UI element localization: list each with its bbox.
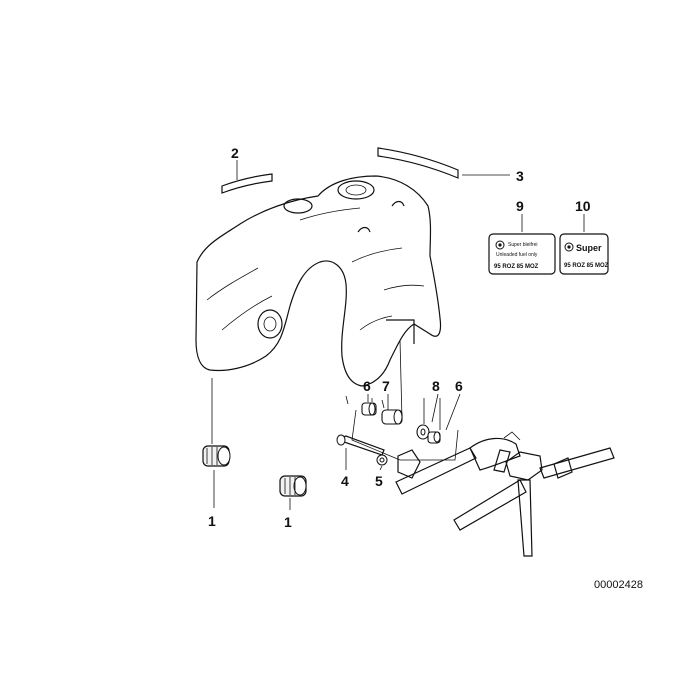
callout-5: 5 xyxy=(375,473,383,489)
callout-7: 7 xyxy=(382,378,390,394)
reference-number: 00002428 xyxy=(594,579,643,591)
callout-1a: 1 xyxy=(208,513,216,529)
callout-8: 8 xyxy=(432,378,440,394)
label10-word: Super xyxy=(576,243,602,253)
callout-10: 10 xyxy=(575,198,591,214)
callout-4: 4 xyxy=(341,473,349,489)
label9-line2: Unleaded fuel only xyxy=(496,252,538,258)
callout-9: 9 xyxy=(516,198,524,214)
decor-strip-3 xyxy=(377,147,459,179)
decor-strip-2 xyxy=(221,173,273,194)
label9-line1: Super bleifrei xyxy=(508,242,537,248)
label10-code: 95 ROZ 85 MOZ xyxy=(564,263,609,269)
rubber-buffer-2 xyxy=(279,475,307,510)
rubber-buffer xyxy=(202,378,231,508)
callout-6b: 6 xyxy=(455,378,463,394)
fuel-tank xyxy=(195,175,442,387)
mounting-hardware xyxy=(336,339,459,479)
warning-label-10: Super 95 ROZ 85 MOZ xyxy=(559,214,609,275)
frame xyxy=(395,431,615,557)
callout-6a: 6 xyxy=(363,378,371,394)
label9-code: 95 ROZ 85 MOZ xyxy=(494,264,539,270)
callout-1b: 1 xyxy=(284,514,292,530)
callout-2: 2 xyxy=(231,145,239,161)
warning-label-9: Super bleifrei Unleaded fuel only 95 ROZ… xyxy=(488,214,556,275)
callout-3: 3 xyxy=(516,168,524,184)
